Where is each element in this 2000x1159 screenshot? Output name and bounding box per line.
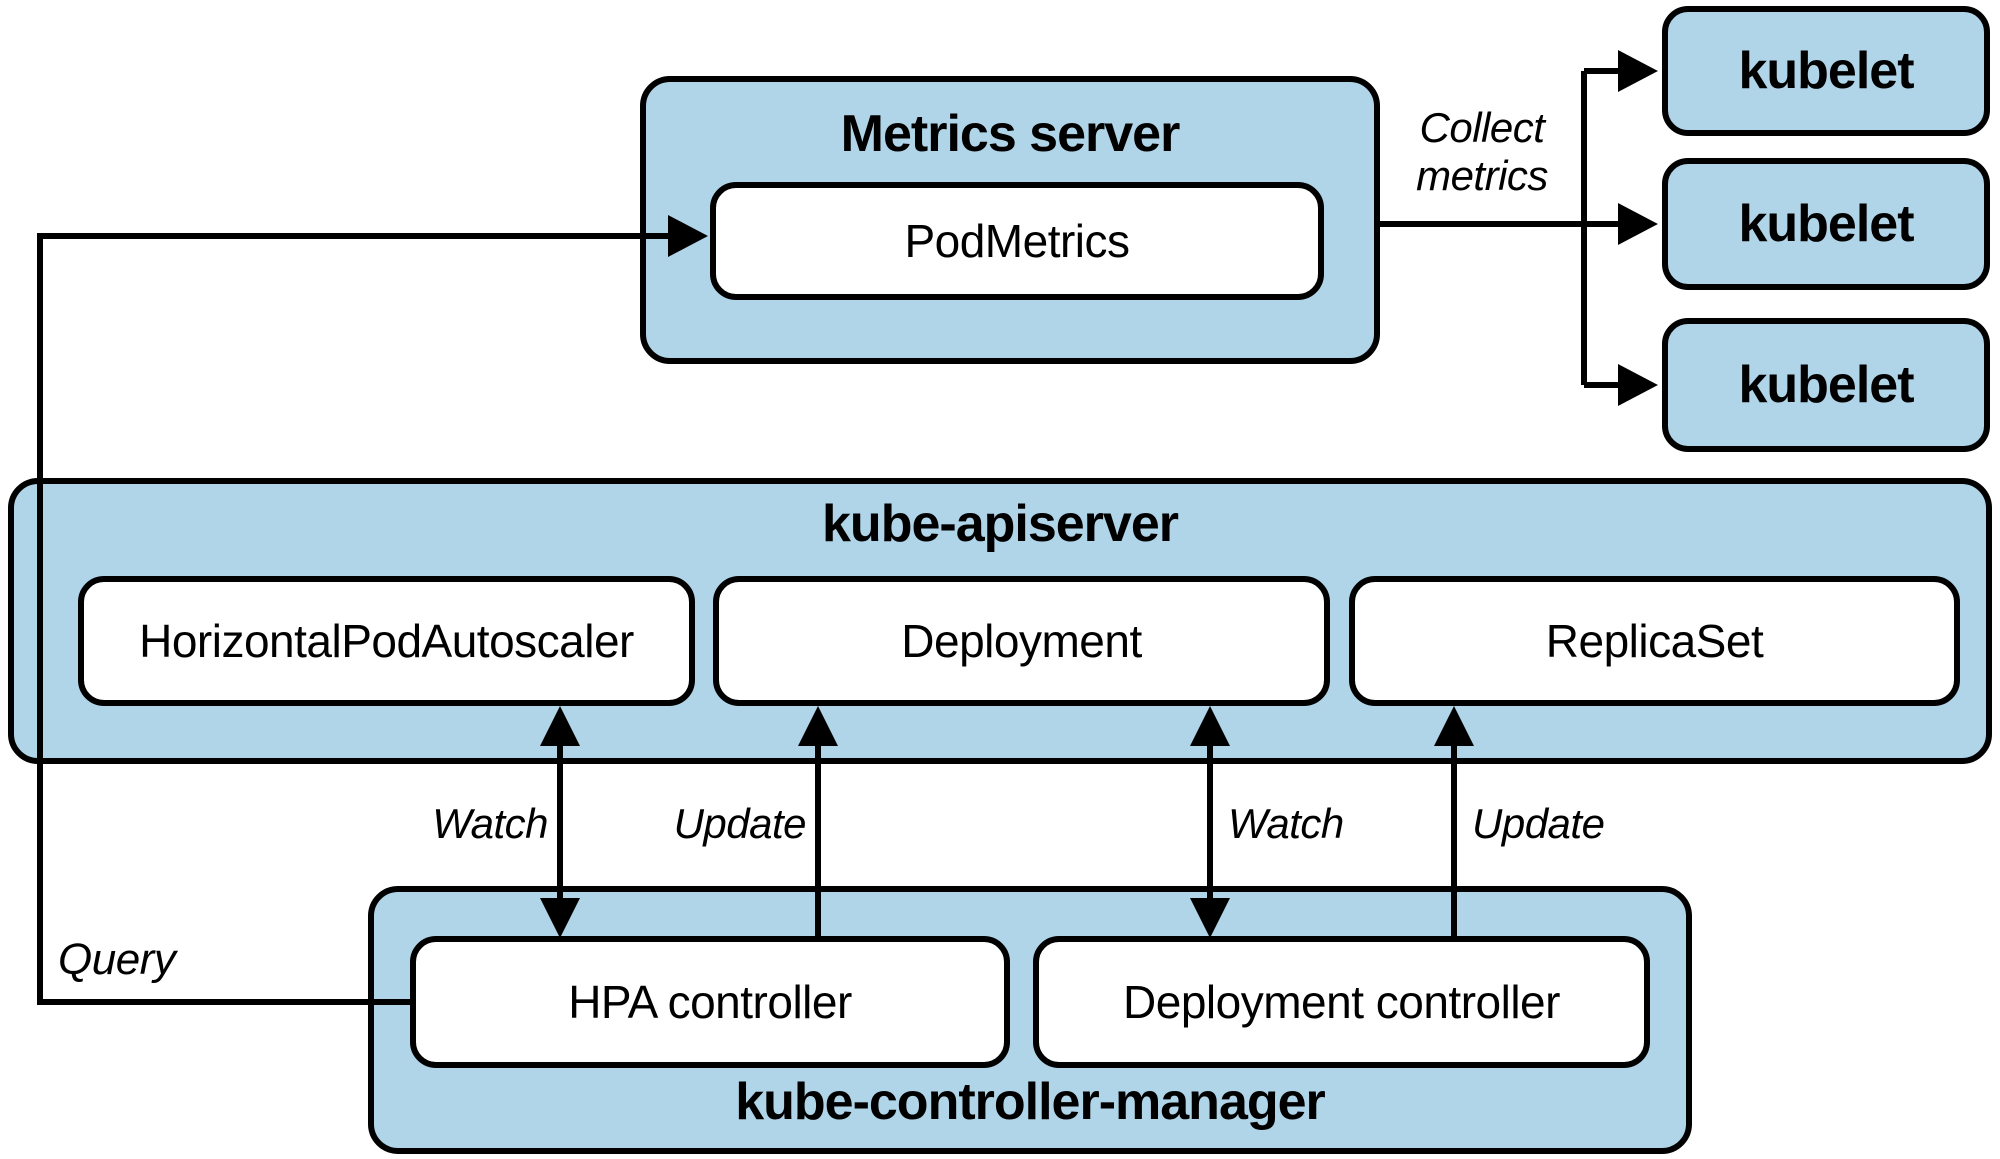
hpa-controller-node: HPA controller <box>410 936 1010 1068</box>
query-label: Query <box>58 935 176 984</box>
podmetrics-node: PodMetrics <box>710 182 1324 300</box>
collect-arrowhead-bottom <box>1618 364 1658 406</box>
kubelet-node-2: kubelet <box>1662 158 1990 290</box>
deployment-label: Deployment <box>901 615 1142 667</box>
collect-metrics-line2: metrics <box>1416 152 1548 199</box>
update-deployment-label: Update <box>673 800 807 847</box>
watch-deployment-label: Watch <box>1228 800 1344 847</box>
metrics-server-title: Metrics server <box>840 105 1181 163</box>
podmetrics-label: PodMetrics <box>904 215 1130 267</box>
kube-controller-manager-title: kube-controller-manager <box>735 1073 1326 1131</box>
kubelet-node-3: kubelet <box>1662 318 1990 452</box>
replicaset-label: ReplicaSet <box>1545 615 1764 667</box>
hpa-controller-label: HPA controller <box>568 976 852 1028</box>
metrics-server-node: Metrics server PodMetrics <box>640 76 1380 364</box>
update-replicaset-label: Update <box>1472 800 1605 847</box>
kubelet-label-3: kubelet <box>1738 356 1914 414</box>
horizontalpodautoscaler-label: HorizontalPodAutoscaler <box>139 615 634 667</box>
collect-metrics-label: Collect metrics <box>1382 104 1582 200</box>
collect-arrowhead-top <box>1618 50 1658 92</box>
kube-apiserver-title: kube-apiserver <box>822 495 1179 553</box>
deployment-controller-node: Deployment controller <box>1033 936 1650 1068</box>
kubelet-node-1: kubelet <box>1662 6 1990 136</box>
watch-hpa-label: Watch <box>432 800 548 847</box>
collect-arrowhead-middle <box>1618 203 1658 245</box>
deployment-controller-label: Deployment controller <box>1123 976 1560 1028</box>
deployment-node: Deployment <box>713 576 1330 706</box>
kubelet-label-1: kubelet <box>1738 42 1914 100</box>
horizontalpodautoscaler-node: HorizontalPodAutoscaler <box>78 576 695 706</box>
kube-apiserver-band: kube-apiserver HorizontalPodAutoscaler D… <box>8 478 1992 764</box>
collect-metrics-line1: Collect <box>1419 104 1545 151</box>
replicaset-node: ReplicaSet <box>1349 576 1960 706</box>
kubelet-label-2: kubelet <box>1738 195 1914 253</box>
kube-controller-manager-band: HPA controller Deployment controller kub… <box>368 886 1692 1154</box>
